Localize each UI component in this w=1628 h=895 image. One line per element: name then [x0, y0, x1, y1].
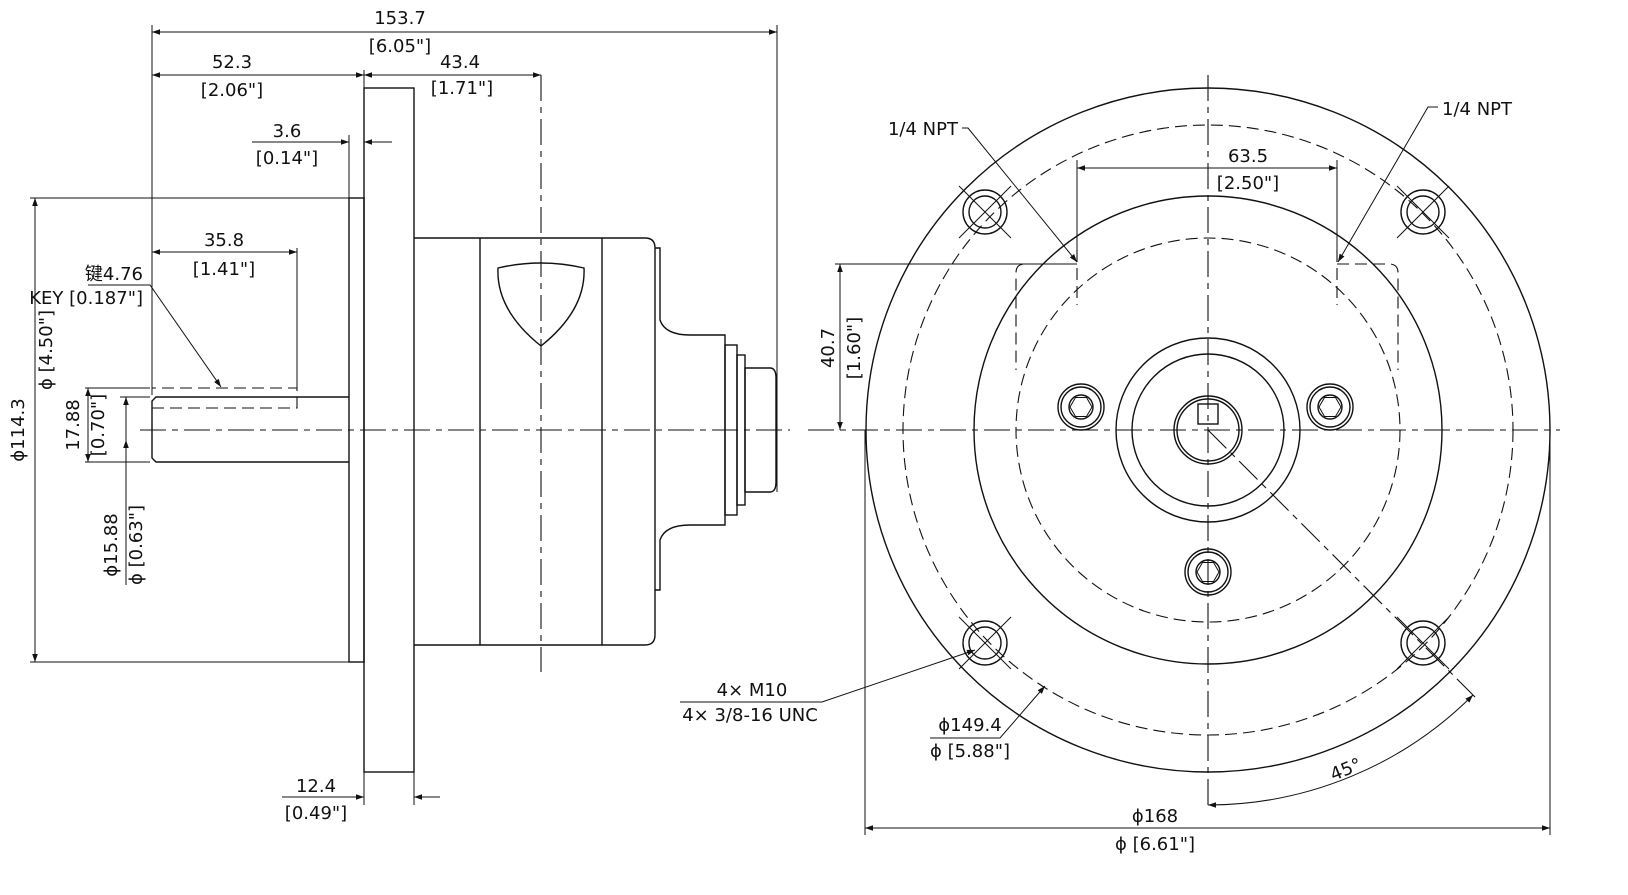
- side-view: 153.7 [6.05"] 52.3 [2.06"] 43.4 [1.71"] …: [8, 8, 790, 824]
- cap-screws: [1057, 383, 1354, 596]
- dim-63-5: 63.5: [1228, 146, 1268, 167]
- front-view: 63.5 [2.50"] 40.7 [1.60"] 1/4 NPT 1/4 NP…: [680, 75, 1560, 855]
- dim-52-in: [2.06"]: [201, 80, 263, 101]
- dim-17-88-in: [0.70"]: [88, 394, 109, 456]
- dim-63-5-in: [2.50"]: [1217, 173, 1279, 194]
- dim-43: 43.4: [440, 52, 480, 73]
- port-left-label: 1/4 NPT: [888, 119, 959, 140]
- dim-3-6: 3.6: [273, 121, 302, 142]
- dim-40-7: 40.7: [818, 328, 839, 368]
- dim-40-7-in: [1.60"]: [844, 317, 865, 379]
- dim-35-8: 35.8: [204, 230, 244, 251]
- dim-3-6-in: [0.14"]: [256, 148, 318, 169]
- mounting-holes: [958, 185, 1450, 670]
- angle-label: 45°: [1327, 754, 1364, 785]
- dim-overall-length: 153.7: [374, 8, 426, 29]
- keyway: [152, 387, 298, 409]
- dim-bolt-circle: ϕ149.4: [938, 715, 1001, 736]
- port-right-label: 1/4 NPT: [1442, 99, 1513, 120]
- bolt-label: 4× M10: [717, 680, 788, 701]
- dim-pilot-dia-in: ϕ [4.50"]: [36, 310, 57, 390]
- dim-bolt-circle-in: ϕ [5.88"]: [930, 741, 1010, 762]
- key-label: 键4.76: [85, 264, 143, 285]
- angle-arc: [1207, 694, 1474, 808]
- dim-12-4-in: [0.49"]: [285, 803, 347, 824]
- dim-52: 52.3: [212, 52, 252, 73]
- dim-43-in: [1.71"]: [431, 78, 493, 99]
- dim-35-8-in: [1.41"]: [193, 259, 255, 280]
- dim-overall-length-in: [6.05"]: [369, 36, 431, 57]
- dim-flange-dia-in: ϕ [6.61"]: [1115, 834, 1195, 855]
- dim-17-88: 17.88: [63, 399, 84, 451]
- dim-pilot-dia: ϕ114.3: [8, 398, 29, 461]
- dim-flange-dia: ϕ168: [1132, 806, 1178, 827]
- dim-12-4: 12.4: [296, 776, 336, 797]
- end-nut: [744, 367, 777, 493]
- pump-body: [414, 237, 656, 646]
- dim-shaft-dia: ϕ15.88: [101, 513, 122, 576]
- dim-shaft-dia-in: ϕ [0.63"]: [126, 505, 147, 585]
- bolt-label-in: 4× 3/8-16 UNC: [682, 705, 818, 726]
- key-label-in: KEY [0.187"]: [29, 288, 143, 309]
